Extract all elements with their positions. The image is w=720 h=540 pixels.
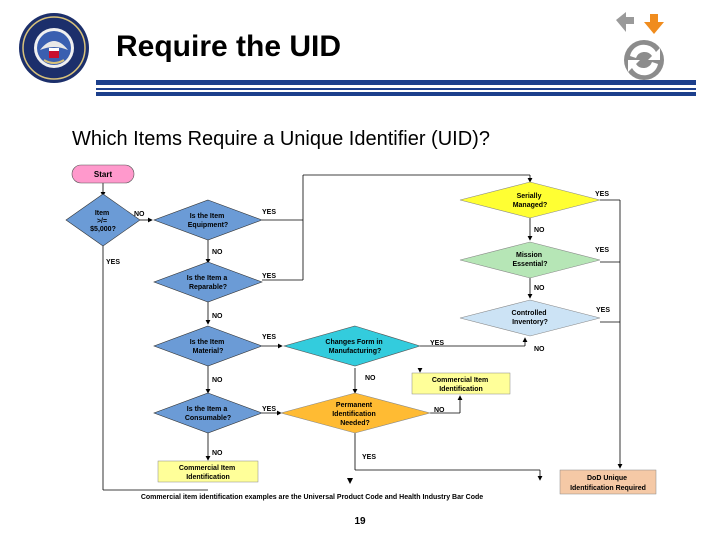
label-yes-equipment: YES [262,209,276,216]
connector-lines [100,174,623,491]
svg-text:Serially Managed?: Serially Managed? [513,193,548,209]
svg-text:Is the Item a Consumable: Is the Item a Consumable? [185,406,231,422]
permanent-id-line-1: Permanent [336,402,373,409]
svg-text:Is the Item a Reparable?: Is the Item a Reparable? [187,275,229,291]
material-decision [153,325,263,367]
material-decision-line-2: Material? [193,348,224,355]
title-rule-bottom [96,92,696,96]
value-decision-line-2: >/= [97,218,107,225]
slide-title: Require the UID [116,30,342,63]
consumable-decision-line-1: Is the Item a [187,406,228,413]
commercial-id-bottom [157,460,259,483]
consumable-decision-line-2: Consumable? [185,415,231,422]
mission-essential-line-2: Essential? [512,261,547,268]
serially-managed-decision [459,181,601,219]
label-no-material: NO [212,377,223,384]
flowchart-note: Commercial item identification examples … [141,494,483,501]
svg-text:Commercial Item Identifi: Commercial Item Identification [179,465,237,481]
controlled-inventory-line-2: Inventory? [512,319,548,326]
consumable-decision [153,392,263,434]
title-rule-thin [96,88,696,90]
svg-text:Is the Item Equipment?: Is the Item Equipment? [188,213,228,229]
reparable-decision [153,261,263,303]
triangle-marker [347,478,353,484]
reparable-decision-line-1: Is the Item a [187,275,228,282]
controlled-inventory-decision [459,299,601,337]
equipment-decision-line-2: Equipment? [188,222,228,229]
controlled-inventory-line-1: Controlled [512,310,547,317]
svg-text:Is the Item Material?: Is the Item Material? [190,339,227,355]
commercial-id-bottom-line-2: Identification [186,474,230,481]
commercial-id-bottom-line-1: Commercial Item [179,465,235,472]
label-yes-reparable: YES [262,273,276,280]
slide-subtitle: Which Items Require a Unique Identifier … [72,128,490,150]
dod-unique-id-line-2: Identification Required [570,485,646,492]
equipment-decision-line-1: Is the Item [190,213,225,220]
cycle-arrows-icon [616,12,664,80]
svg-text:Item >/= $5,000?: Item >/= $5,000? [90,210,116,233]
label-no-value: NO [134,211,145,218]
changes-form-line-2: Manufacturing? [329,348,382,355]
page-number: 19 [354,516,366,527]
commercial-id-mid-line-1: Commercial Item [432,377,488,384]
changes-form-line-1: Changes Form in [325,339,382,346]
svg-text:Changes Form in Manufact: Changes Form in Manufacturing? [325,339,384,355]
svg-text:DoD Unique Identificatio: DoD Unique Identification Required [570,475,646,492]
commercial-id-mid-line-2: Identification [439,386,483,393]
label-no-serially: NO [534,227,545,234]
label-no-controlled: NO [534,346,545,353]
label-no-permanent: NO [434,407,445,414]
permanent-id-line-3: Needed? [340,420,370,427]
mission-essential-decision [459,241,601,279]
permanent-id-line-2: Identification [332,411,376,418]
reparable-decision-line-2: Reparable? [189,284,227,291]
svg-text:Commercial Item Identifi: Commercial Item Identification [432,377,490,393]
changes-form-decision [282,325,422,367]
label-no-reparable: NO [212,313,223,320]
start-label: Start [94,170,113,179]
svg-text:Controlled Inventory?: Controlled Inventory? [512,310,549,326]
label-yes-serially: YES [595,191,609,198]
label-no-consumable: NO [212,450,223,457]
value-decision-line-1: Item [95,210,109,217]
label-no-changes: NO [365,375,376,382]
dod-unique-id-box [559,469,657,495]
mission-essential-line-1: Mission [516,252,542,259]
label-no-equipment: NO [212,249,223,256]
dod-seal-icon [19,13,89,83]
label-yes-permanent: YES [362,454,376,461]
label-yes-controlled: YES [596,307,610,314]
svg-text:Permanent Identification: Permanent Identification Needed? [332,402,378,427]
label-yes-consumable: YES [262,406,276,413]
label-yes-mission: YES [595,247,609,254]
label-no-mission: NO [534,285,545,292]
label-yes-material: YES [262,334,276,341]
label-yes-value: YES [106,259,120,266]
serially-managed-line-2: Managed? [513,202,548,209]
equipment-decision [153,199,263,241]
title-rule-thick [96,80,696,85]
commercial-id-mid [411,372,511,395]
svg-text:Mission Essential?: Mission Essential? [512,252,547,268]
permanent-id-decision [279,392,432,434]
serially-managed-line-1: Serially [517,193,542,200]
material-decision-line-1: Is the Item [190,339,225,346]
dod-unique-id-line-1: DoD Unique [587,475,627,482]
value-decision-line-3: $5,000? [90,226,116,233]
value-decision [65,193,141,247]
start-node [71,164,135,184]
label-yes-changes: YES [430,340,444,347]
